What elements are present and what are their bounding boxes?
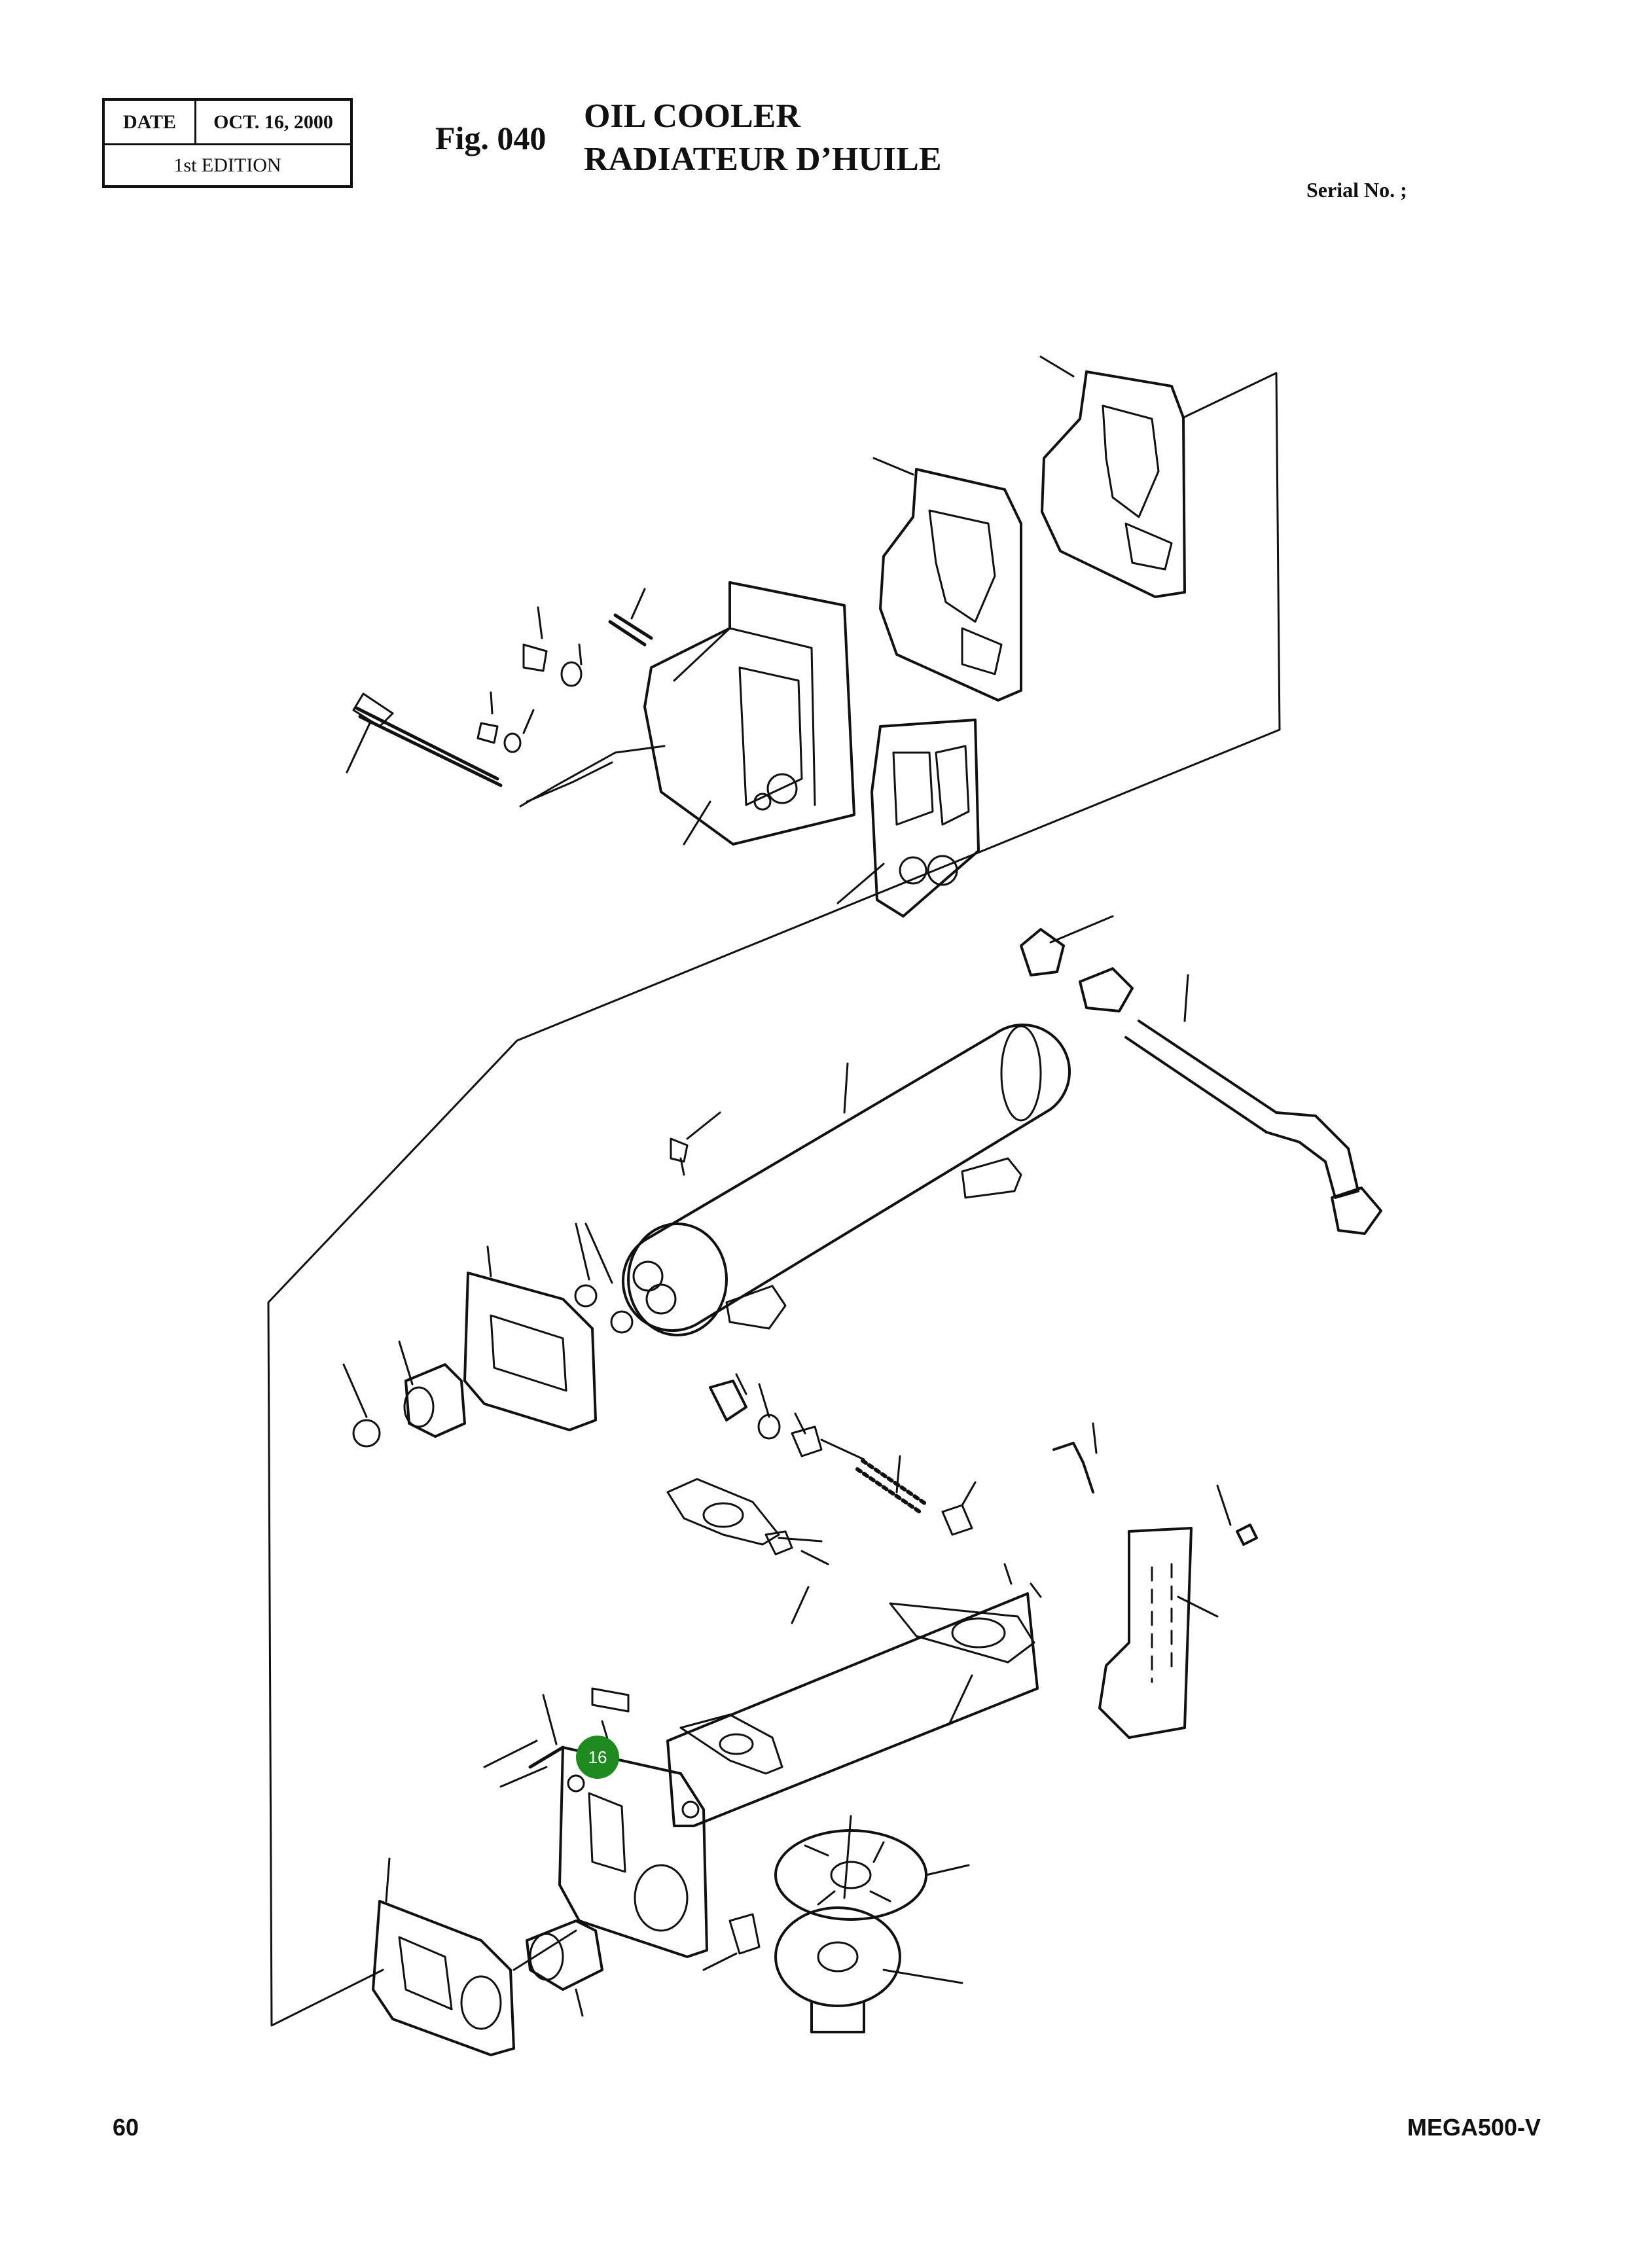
small-plug-2 — [476, 722, 499, 744]
upper-frame-lines — [267, 372, 1281, 2027]
figure-number: Fig. 040 — [435, 120, 547, 156]
serial-number-label: Serial No. ; — [1306, 178, 1407, 202]
lower-gasket-plate — [679, 1713, 783, 1775]
snap-ring — [352, 1419, 381, 1448]
valve-plate — [774, 1829, 927, 1921]
cover-cap — [404, 1363, 466, 1438]
mounting-bracket — [1098, 1527, 1193, 1739]
oil-hose — [1020, 928, 1065, 976]
cooler-flange-gasket — [463, 1272, 597, 1431]
long-bolt — [355, 706, 503, 787]
top-gasket-front — [879, 468, 1022, 702]
thermostat — [526, 1920, 603, 1991]
flange-gasket-small — [666, 1478, 780, 1546]
cylinder-bolt — [670, 1137, 689, 1176]
callout-number-badge: 16 — [576, 1736, 619, 1779]
relief-valve-spring — [855, 1459, 927, 1514]
title-french: RADIATEUR D’HUILE — [584, 141, 942, 178]
page-number: 60 — [113, 2114, 139, 2141]
bracket-bolt — [1052, 1442, 1094, 1493]
thermostat-cover — [774, 1906, 901, 2007]
housing-gasket — [871, 719, 980, 918]
date-row: DATE OCT. 16, 2000 — [105, 101, 350, 145]
relief-valve-piston — [791, 1425, 865, 1461]
model-name: MEGA500-V — [1407, 2114, 1541, 2141]
relief-valve-plug — [709, 1380, 747, 1421]
lower-housing-body — [666, 1592, 1039, 1827]
edition-label: 1st EDITION — [173, 154, 281, 176]
bottom-gasket — [372, 1900, 515, 2056]
small-plug-1 — [522, 643, 548, 672]
bolt-housing — [608, 613, 653, 647]
date-edition-box: DATE OCT. 16, 2000 1st EDITION — [102, 98, 353, 188]
title-english: OIL COOLER — [584, 98, 800, 135]
top-gasket-rear — [1041, 370, 1186, 598]
oil-cooler-cylinder — [621, 1024, 1071, 1332]
date-label: DATE — [105, 101, 196, 143]
cooler-housing — [643, 581, 855, 846]
date-value: OCT. 16, 2000 — [213, 111, 333, 133]
front-cover-plate — [558, 1746, 708, 1958]
bolt-lower — [528, 1745, 565, 1769]
page-title: OIL COOLER RADIATEUR D’HUILE — [584, 95, 942, 181]
drain-plug — [728, 1913, 761, 1955]
